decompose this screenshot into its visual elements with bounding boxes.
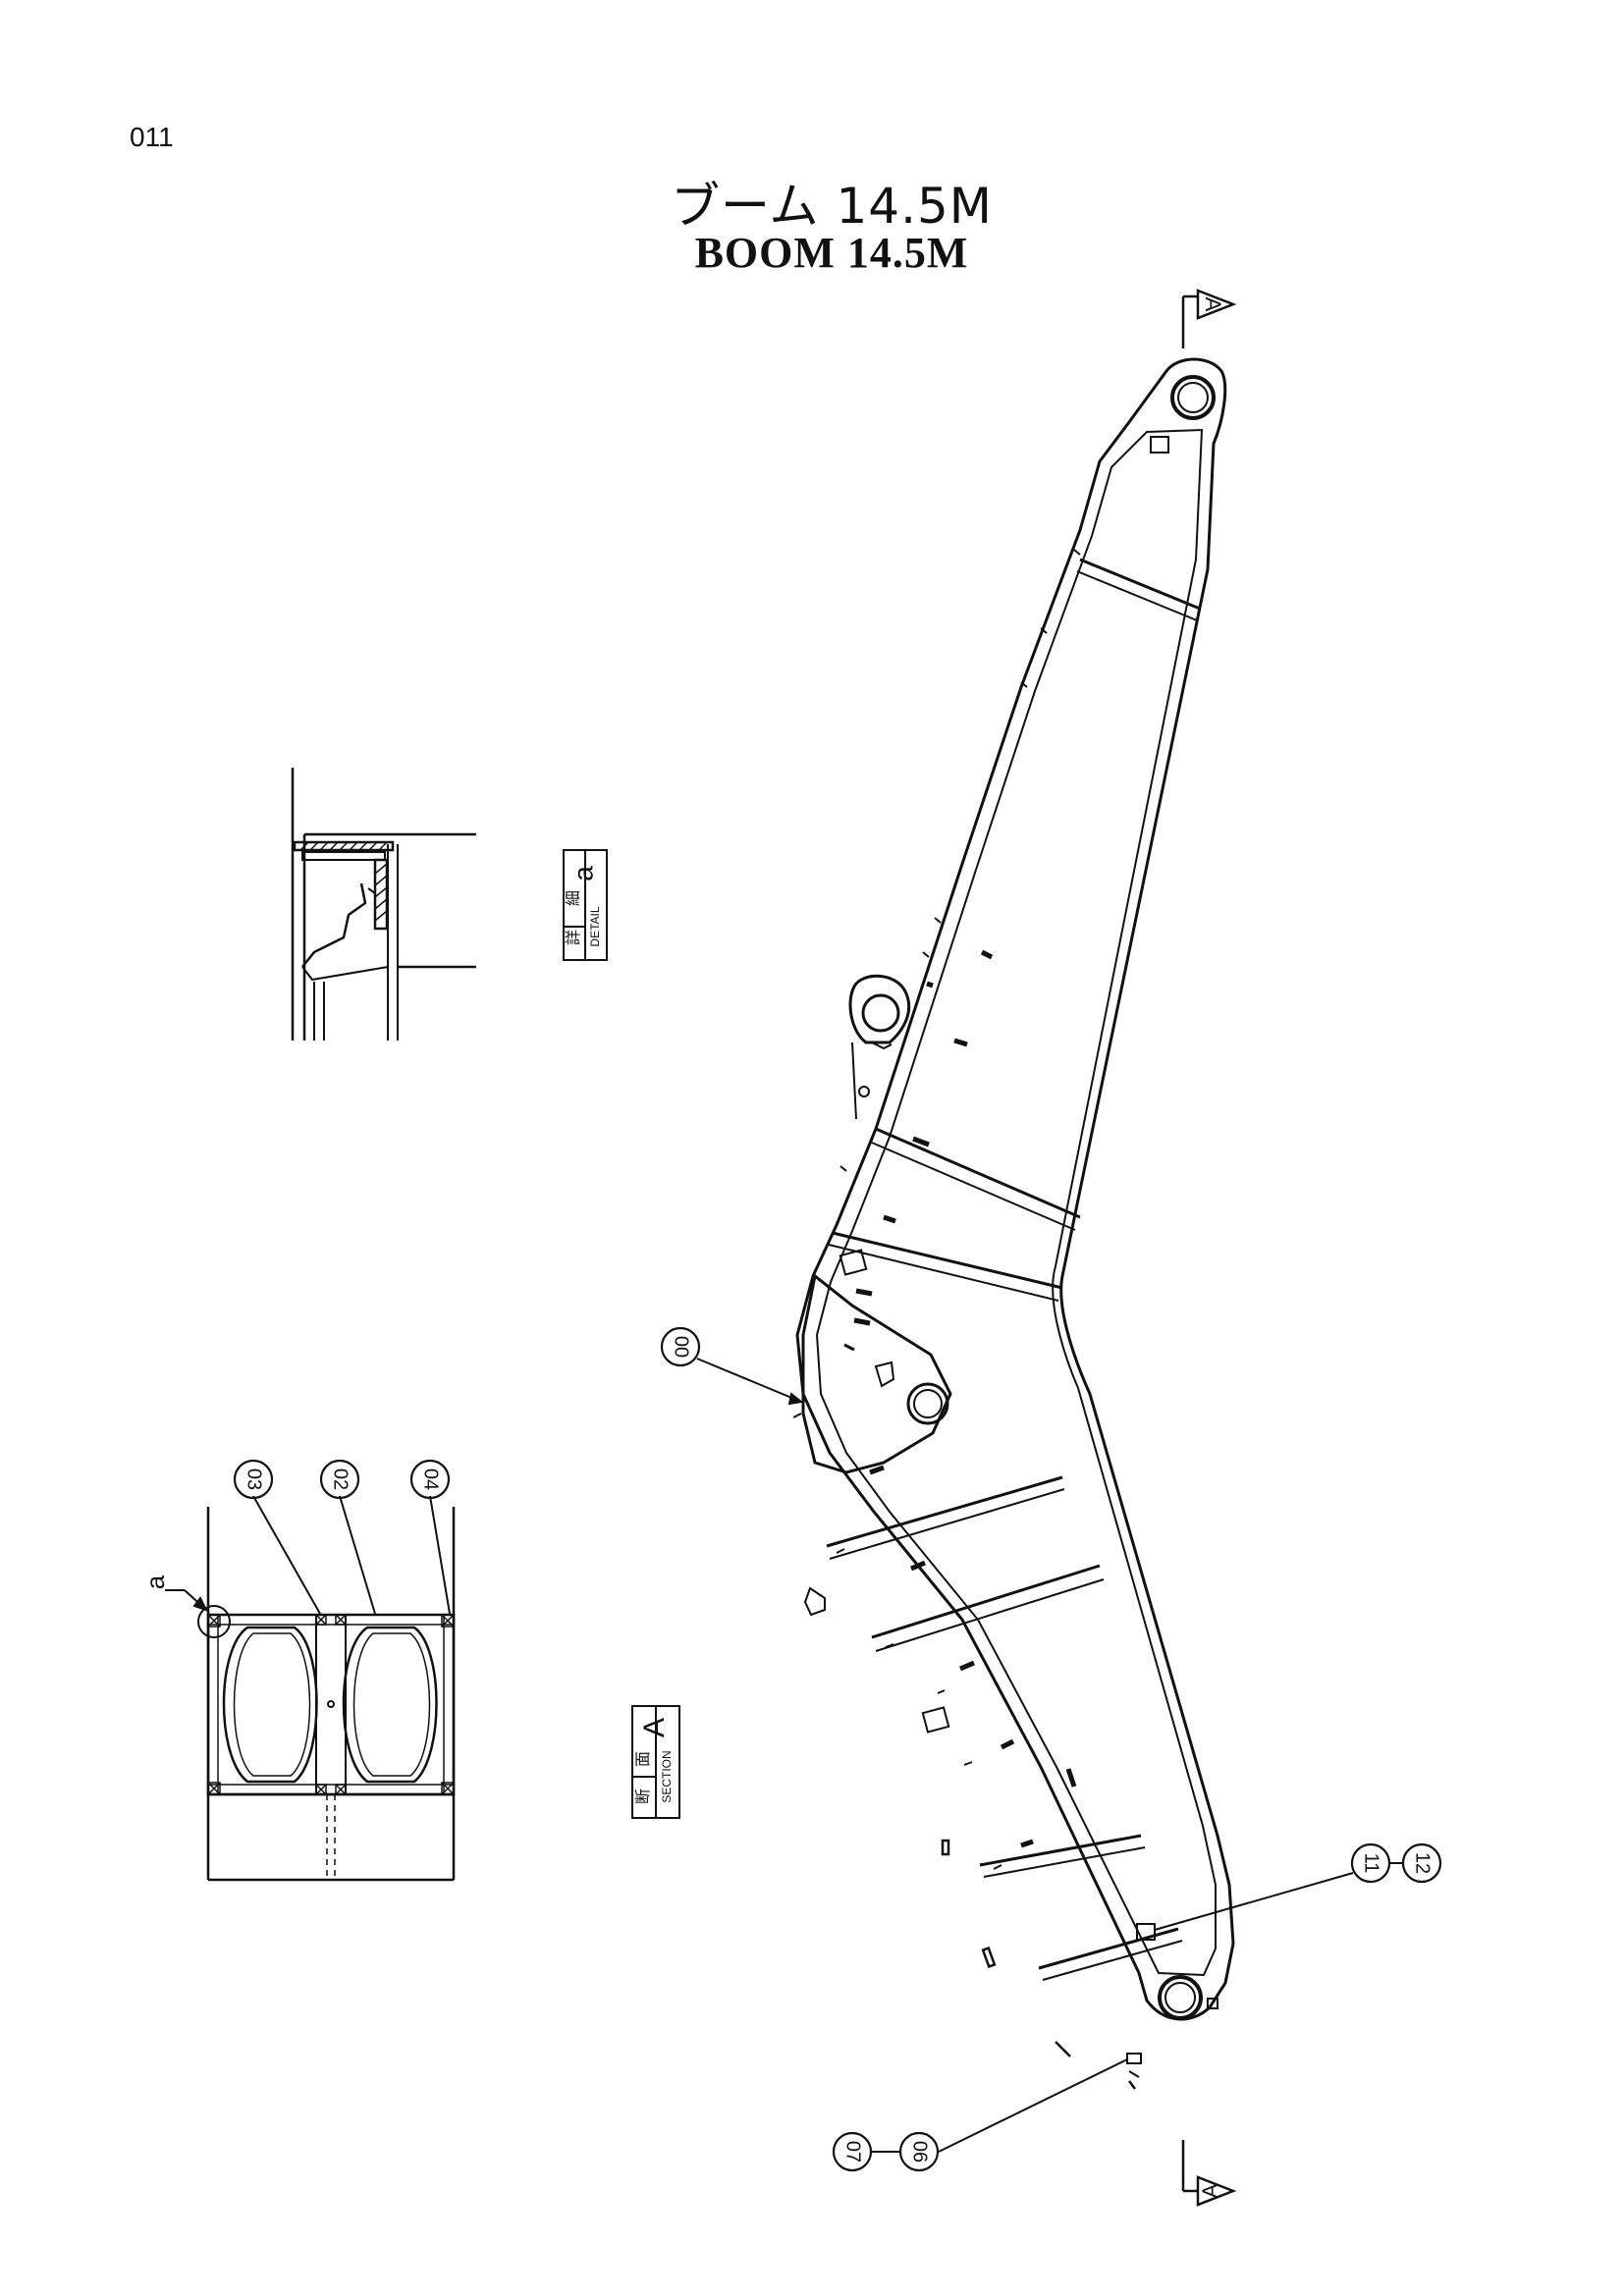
detail-label-en: DETAIL xyxy=(588,906,602,946)
section-marker-top xyxy=(1181,289,1237,348)
detail-label-box xyxy=(563,849,608,961)
section-marker-bottom-letter: A xyxy=(1198,2183,1222,2198)
leader-lines xyxy=(165,1358,1354,2153)
title-japanese: ブーム 14.5M xyxy=(671,178,993,235)
callout-04: 04 xyxy=(420,1468,442,1490)
detail-a-drawing xyxy=(291,768,476,1041)
section-label-box xyxy=(631,1705,680,1819)
bottom-pin-hole xyxy=(1158,1975,1203,2020)
section-marker-top-letter: A xyxy=(1201,297,1225,312)
edge-tabs xyxy=(792,549,1140,2078)
weld-marks xyxy=(853,949,1077,1848)
section-label-en: SECTION xyxy=(660,1750,674,1802)
center-hinge-plate xyxy=(801,1273,952,1474)
callout-11: 11 xyxy=(1361,1853,1382,1874)
upper-boss-pin xyxy=(861,993,900,1033)
callout-07: 07 xyxy=(842,2141,864,2163)
detail-label-jp2: 細 xyxy=(565,890,582,906)
detail-pointer-letter: a xyxy=(140,1575,170,1589)
detail-label-jp1: 詳 xyxy=(565,930,582,945)
callout-03: 03 xyxy=(244,1468,265,1490)
section-marker-bottom xyxy=(1181,2140,1237,2207)
section-label-jp2: 面 xyxy=(635,1751,652,1767)
callout-02: 02 xyxy=(330,1468,352,1490)
upper-boss xyxy=(848,974,911,1044)
boom-outline xyxy=(792,357,1235,2090)
top-pin-hole xyxy=(1170,375,1216,420)
center-pin-hole xyxy=(906,1382,949,1425)
callout-00: 00 xyxy=(671,1336,692,1358)
detail-label-ref: a xyxy=(568,866,598,881)
callout-circles xyxy=(233,1326,1442,2172)
callout-06: 06 xyxy=(909,2141,931,2163)
callout-12: 12 xyxy=(1412,1852,1434,1874)
section-a-drawing xyxy=(197,1507,456,1882)
title-english: BOOM 14.5M xyxy=(694,229,969,277)
section-label-jp1: 断 xyxy=(634,1789,652,1804)
page-number: 011 xyxy=(130,122,174,152)
section-label-ref: A xyxy=(638,1718,671,1737)
